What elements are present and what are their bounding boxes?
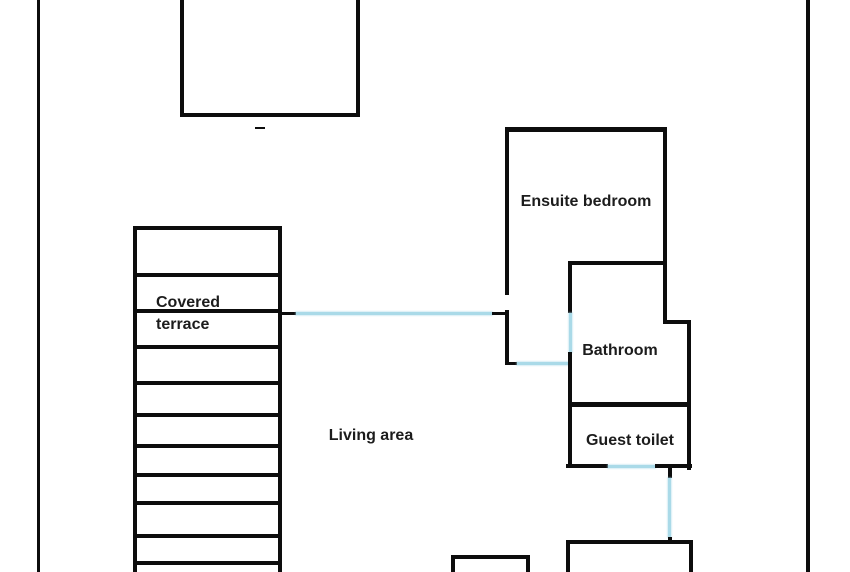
bathroom-label: Bathroom (582, 342, 658, 359)
terrace-step-line (133, 473, 282, 477)
ensuite-wall-right (663, 127, 667, 324)
bottom-room-wall-top (566, 540, 693, 544)
ensuite-wall-left-upper (505, 127, 509, 295)
small-dash-mark (255, 127, 265, 129)
guest-toilet-wall-left (568, 406, 572, 468)
terrace-door-jamb-right (492, 312, 506, 315)
guest-toilet-wall-bottom-1 (566, 464, 608, 468)
bathroom-wall-right (687, 320, 691, 470)
pool-label: Pool (180, 0, 344, 3)
bathroom-wall-left-upper (568, 261, 572, 313)
terrace-door-jamb-left (279, 312, 296, 315)
bottom-left-wall-right (526, 555, 530, 572)
pool-wall-left (180, 0, 184, 117)
guest-toilet-door-opening (608, 465, 655, 468)
bottom-room-wall-left (566, 540, 570, 572)
bottom-left-wall-top (451, 555, 530, 559)
ensuite-wall-top (505, 127, 667, 132)
pool-wall-right (356, 0, 360, 117)
terrace-step-line (133, 501, 282, 505)
terrace-step-line (133, 534, 282, 538)
ensuite-bathroom-wall (569, 261, 667, 265)
plot-border-left (37, 0, 40, 572)
ensuite-wall-left-lower (505, 310, 509, 365)
covered-terrace-label: Covered terrace (156, 292, 220, 336)
terrace-step-line (133, 226, 282, 230)
bathroom-toilet-divider (568, 402, 691, 407)
terrace-step-line (133, 309, 282, 313)
plot-border-right (806, 0, 810, 572)
bathroom-door-opening (569, 313, 572, 352)
terrace-wall-left (133, 226, 137, 572)
pool-wall-bottom (180, 113, 360, 117)
bottom-left-wall-left (451, 555, 455, 572)
terrace-door-opening (296, 312, 492, 315)
bathroom-wall-step (663, 320, 691, 324)
bottom-room-wall-right (689, 540, 693, 572)
covered-terrace-label-line1: Covered (156, 294, 221, 311)
passage-jamb-top (668, 468, 672, 478)
terrace-wall-right (278, 226, 282, 572)
terrace-step-line (133, 345, 282, 349)
ensuite-bedroom-label: Ensuite bedroom (520, 193, 652, 210)
terrace-step-line (133, 413, 282, 417)
guest-toilet-wall-bottom-2 (655, 464, 692, 468)
terrace-step-line (133, 444, 282, 448)
passage-opening (668, 478, 671, 537)
hall-door-jamb (505, 362, 517, 365)
terrace-step-line (133, 381, 282, 385)
covered-terrace-label-line2: terrace (156, 316, 210, 333)
guest-toilet-label: Guest toilet (585, 432, 674, 449)
living-area-label: Living area (328, 427, 414, 444)
hall-door-opening (517, 362, 568, 365)
terrace-step-line (133, 561, 282, 565)
bathroom-wall-left-lower (568, 352, 572, 406)
terrace-step-line (133, 273, 282, 277)
